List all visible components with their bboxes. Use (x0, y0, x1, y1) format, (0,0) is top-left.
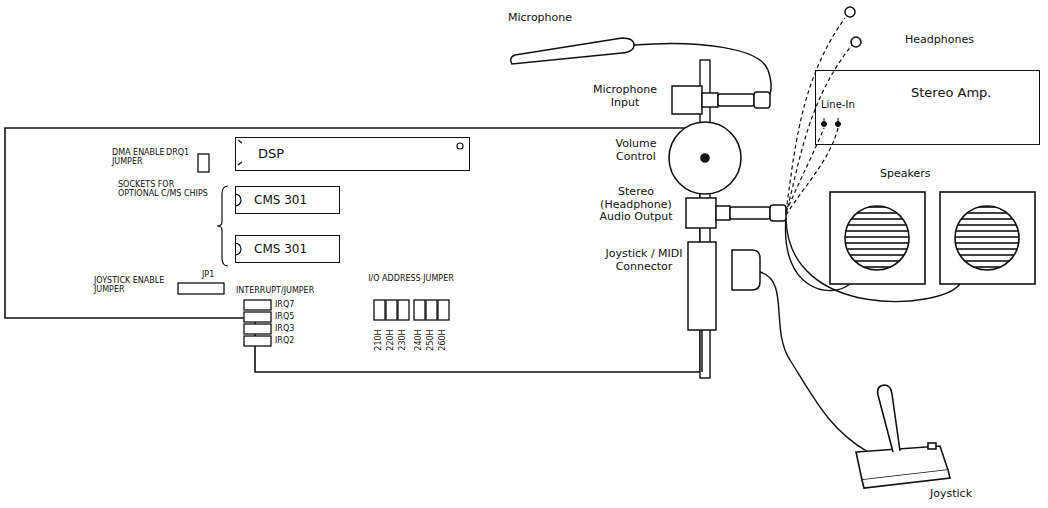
audio-output-jack-part (716, 206, 730, 220)
jumper-blocks (178, 154, 449, 346)
irq-label: IRQ3 (275, 324, 294, 333)
jumper-label: JOYSTICK ENABLE JUMPER (94, 276, 172, 294)
node-label: Stereo Amp. (911, 85, 991, 100)
joystick-connector (688, 242, 760, 372)
jumper-blocks-part (438, 300, 449, 320)
volume-control-part (669, 122, 741, 194)
jumper-label: INTERRUPT/JUMPER (236, 286, 314, 295)
jumper-blocks-part (244, 312, 271, 322)
audio-output-jack-part (686, 198, 716, 228)
node-label: CMS 301 (254, 242, 307, 256)
part-label: Speakers (880, 168, 930, 181)
audio-output-jack-part (730, 207, 770, 219)
headphones-part (851, 37, 861, 47)
jumper-label: DMA ENABLE JUMPER (112, 148, 174, 166)
part-label: Microphone Input (584, 84, 666, 109)
joystick (856, 385, 950, 488)
cms-chip: CMS 301 (235, 186, 340, 214)
line-in-jacks-part (838, 118, 839, 124)
jumper-blocks-part (426, 300, 437, 320)
chip-marks-part (457, 143, 463, 149)
circuit-board (5, 128, 700, 372)
jumper-label: I/O ADDRESS JUMPER (366, 274, 456, 283)
jumper-blocks-part (244, 300, 271, 310)
irq-label: IRQ5 (275, 312, 294, 321)
part-label: Microphone (508, 12, 572, 25)
jumper-blocks-part (198, 154, 209, 172)
chip-marks-part (217, 186, 228, 266)
joystick-connector-part (701, 330, 703, 372)
joystick-connector-part (688, 242, 716, 330)
speakers-part (940, 192, 1035, 284)
jumper-blocks-part (386, 300, 397, 320)
joystick-connector-part (732, 250, 760, 290)
node-label: CMS 301 (254, 193, 307, 207)
cms-chip: CMS 301 (235, 235, 340, 263)
address-label: 240H (414, 329, 423, 350)
jumper-blocks-part (398, 300, 409, 320)
dsp-chip: DSP (235, 137, 470, 171)
microphone-jack-part (718, 94, 754, 106)
line-in-jacks (822, 118, 841, 127)
audio-output-jack (686, 198, 786, 228)
chip-marks-part (238, 140, 242, 165)
node-label: DSP (258, 146, 284, 161)
part-label: Stereo (Headphone) Audio Output (588, 186, 684, 224)
line-in-jacks-part (824, 118, 825, 124)
audio-output-jack-part (770, 205, 786, 221)
joystick-part (928, 443, 936, 449)
irq-label: IRQ2 (275, 336, 294, 345)
part-label: Joystick (930, 488, 972, 501)
headphones (845, 7, 861, 47)
joystick-part (878, 385, 900, 452)
address-label: 260H (438, 329, 447, 350)
microphone-jack-part (754, 92, 770, 108)
joystick-part (862, 470, 950, 488)
address-label: 250H (426, 329, 435, 350)
microphone-jack (672, 86, 770, 114)
part-label: Joystick / MIDI Connector (604, 248, 684, 273)
speaker-cables-part (786, 220, 960, 302)
speakers (830, 192, 1035, 284)
circuit-board-part (5, 128, 700, 372)
irq-label: IRQ7 (275, 300, 294, 309)
jumper-blocks-part (178, 283, 224, 294)
chip-marks (217, 140, 463, 266)
address-label: 210H (374, 329, 383, 350)
headphone-wires (786, 18, 852, 215)
jumper-blocks-part (414, 300, 425, 320)
jumper-blocks-part (374, 300, 385, 320)
microphone-part (511, 38, 634, 64)
microphone-jack-part (702, 93, 718, 107)
speaker-cables (786, 218, 960, 302)
speakers-part (845, 206, 909, 270)
jumper-blocks-part (244, 324, 271, 334)
node-sublabel: Line-In (821, 99, 855, 110)
stereo-amp-box: Stereo Amp. Line-In (815, 70, 1040, 145)
microphone-jack-part (672, 86, 702, 114)
joystick-cable-part (760, 272, 868, 452)
jumper-name: JP1 (202, 270, 214, 279)
speakers-part (955, 206, 1019, 270)
speakers-part (830, 192, 925, 284)
volume-control-part (701, 154, 709, 162)
socket-label: SOCKETS FOR OPTIONAL C/MS CHIPS (118, 180, 216, 198)
jumper-blocks-part (244, 336, 271, 346)
joystick-cable (760, 272, 868, 452)
headphone-wires-part (786, 128, 824, 212)
part-label: Headphones (905, 34, 974, 47)
address-label: 220H (386, 329, 395, 350)
volume-control (669, 122, 741, 194)
headphones-part (845, 7, 855, 17)
part-label: Volume Control (606, 138, 666, 163)
jumper-name: DRQ1 (166, 148, 189, 157)
address-label: 230H (398, 329, 407, 350)
